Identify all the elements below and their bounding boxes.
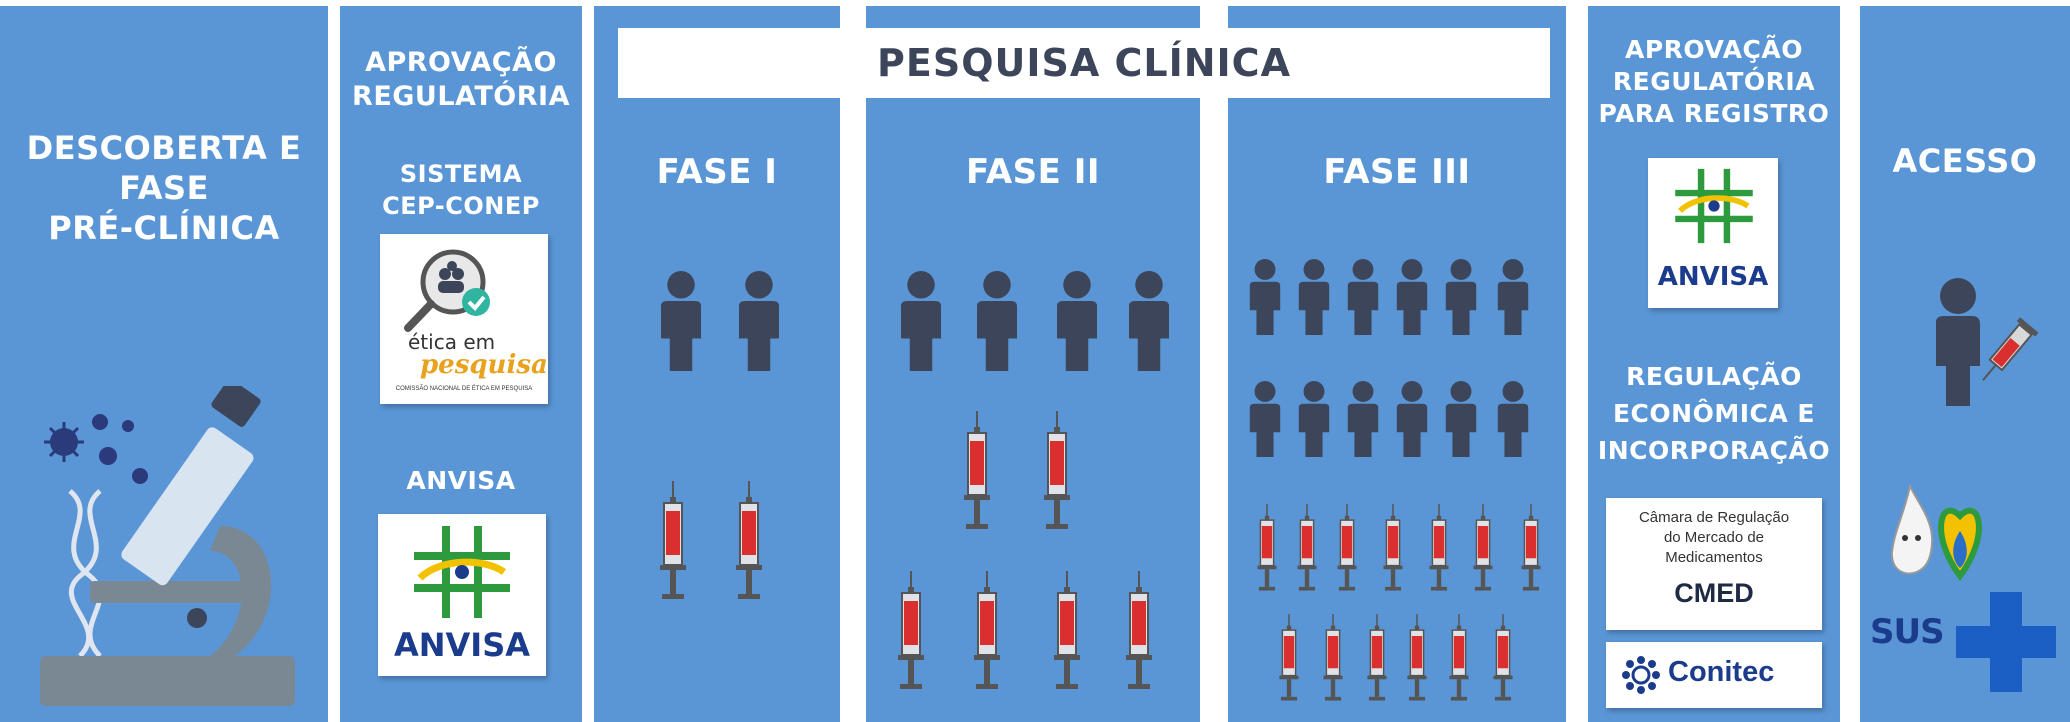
anvisa-text: ANVISA: [1648, 262, 1778, 292]
conitec-text: Conitec: [1668, 656, 1774, 689]
syringe-icon: [1256, 496, 1278, 600]
access-column: ACESSO SUS: [1860, 6, 2070, 722]
magnifier-people-icon: [398, 244, 508, 334]
etica-bottom-text: pesquisa: [420, 350, 548, 380]
person-icon: [734, 246, 784, 396]
syringe-icon: [962, 396, 992, 546]
syringe-icon: [1520, 496, 1542, 600]
person-icon: [1124, 246, 1174, 396]
ze-gotinha-mascot-icon: [1880, 476, 2010, 606]
syringe-icon: [658, 466, 688, 616]
syringe-icon: [972, 556, 1002, 706]
syringe-icon: [1042, 396, 1072, 546]
anvisa-cross-icon: [1672, 164, 1756, 248]
phase2-column: FASE II: [866, 6, 1200, 722]
vaccinated-person-icon: [1930, 278, 2050, 408]
person-icon: [1344, 360, 1382, 478]
person-icon: [1052, 246, 1102, 396]
phase2-title: FASE II: [866, 152, 1200, 192]
anvisa-label: ANVISA: [340, 466, 582, 495]
sus-text: SUS: [1870, 612, 1944, 652]
person-icon: [1344, 238, 1382, 356]
person-icon: [1295, 360, 1333, 478]
regulatory-column: APROVAÇÃO REGULATÓRIA SISTEMA CEP-CONEP …: [340, 6, 582, 722]
person-icon: [972, 246, 1022, 396]
syringe-icon: [1336, 496, 1358, 600]
syringe-icon: [1366, 606, 1388, 710]
syringe-icon: [734, 466, 764, 616]
microscope-icon: [30, 386, 310, 716]
person-icon: [1393, 238, 1431, 356]
person-icon: [896, 246, 946, 396]
anvisa-logo: ANVISA: [378, 514, 546, 676]
anvisa-text: ANVISA: [378, 626, 546, 664]
syringe-icon: [1052, 556, 1082, 706]
syringe-icon: [1296, 496, 1318, 600]
person-icon: [656, 246, 706, 396]
person-icon: [1295, 238, 1333, 356]
person-icon: [1494, 360, 1532, 478]
pesquisa-clinica-banner: PESQUISA CLÍNICA: [618, 28, 1550, 98]
registration-column: APROVAÇÃO REGULATÓRIA PARA REGISTRO ANVI…: [1588, 6, 1840, 722]
registration-title: APROVAÇÃO REGULATÓRIA PARA REGISTRO: [1588, 34, 1840, 130]
person-icon: [1442, 238, 1480, 356]
person-icon: [1246, 238, 1284, 356]
access-title: ACESSO: [1860, 142, 2070, 180]
discovery-title: DESCOBERTA E FASE PRÉ-CLÍNICA: [0, 128, 328, 248]
etica-caption: COMISSÃO NACIONAL DE ÉTICA EM PESQUISA: [384, 386, 544, 392]
discovery-column: DESCOBERTA E FASE PRÉ-CLÍNICA: [0, 6, 328, 722]
syringe-icon: [1428, 496, 1450, 600]
person-icon: [1246, 360, 1284, 478]
syringe-icon: [1406, 606, 1428, 710]
regulatory-title: APROVAÇÃO REGULATÓRIA: [340, 46, 582, 114]
person-icon: [1442, 360, 1480, 478]
anvisa-cross-icon: [410, 522, 514, 622]
phase1-column: FASE I: [594, 6, 840, 722]
conitec-logo: Conitec: [1606, 642, 1822, 708]
syringe-icon: [1382, 496, 1404, 600]
syringe-icon: [1124, 556, 1154, 706]
cmed-acronym: CMED: [1606, 578, 1822, 609]
syringe-icon: [1448, 606, 1470, 710]
phase1-title: FASE I: [594, 152, 840, 192]
anvisa-registration-logo: ANVISA: [1648, 158, 1778, 308]
phase3-column: FASE III: [1228, 6, 1566, 722]
person-icon: [1494, 238, 1532, 356]
syringe-icon: [896, 556, 926, 706]
person-icon: [1393, 360, 1431, 478]
syringe-icon: [1492, 606, 1514, 710]
sus-cross-icon: [1956, 592, 2056, 692]
etica-em-pesquisa-logo: ética em pesquisa COMISSÃO NACIONAL DE É…: [380, 234, 548, 404]
conitec-gear-icon: [1622, 656, 1660, 694]
phase3-title: FASE III: [1228, 152, 1566, 192]
cep-conep-label: SISTEMA CEP-CONEP: [340, 158, 582, 222]
syringe-icon: [1322, 606, 1344, 710]
syringe-icon: [1278, 606, 1300, 710]
cmed-text: Câmara de Regulação do Mercado de Medica…: [1606, 508, 1822, 568]
syringe-icon: [1472, 496, 1494, 600]
cmed-logo: Câmara de Regulação do Mercado de Medica…: [1606, 498, 1822, 630]
economic-regulation-title: REGULAÇÃO ECONÔMICA E INCORPORAÇÃO: [1588, 358, 1840, 469]
